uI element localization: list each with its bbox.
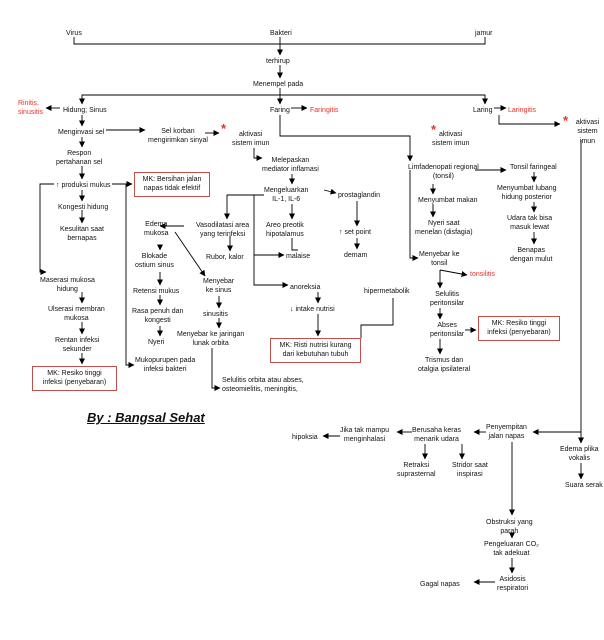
node-asidosis: Asidosis respiratori	[497, 576, 529, 593]
node-rentan: Rentan infeksi sekunder	[55, 337, 100, 354]
node-menyebar-sinus: Menyebar ke sinus	[203, 278, 235, 295]
node-faringitis: Faringitis	[310, 107, 339, 114]
node-vasodilatasi: Vasodilatasi area yang terinfeksi	[196, 222, 250, 239]
connector-arrow	[409, 170, 419, 261]
node-faring: Faring	[270, 107, 290, 114]
node-penyempitan: Penyempitan jalan napas	[486, 424, 527, 441]
node-hidung: Hidung; Sinus	[63, 107, 107, 114]
mk-bersihan-box: MK: Bersihan jalan napas tidak efektif	[134, 172, 210, 197]
node-bernapas-mulut: Benapas dengan mulut	[510, 247, 553, 264]
star-marker: *	[221, 121, 227, 136]
node-bakteri: Bakteri	[270, 30, 292, 37]
node-nyeri-1: Nyeri	[148, 339, 165, 346]
connector-arrow	[211, 348, 221, 391]
node-mengeluarkan: Mengeluarkan IL-1, IL-6	[264, 187, 309, 204]
node-retraksi: Retraksi suprasternal	[397, 462, 436, 479]
node-menyebar-tonsil: Menyebar ke tonsil	[419, 251, 460, 268]
node-laring: Laring	[473, 107, 493, 114]
node-produksi-mukus: ↑ produksi mukus	[56, 182, 111, 189]
connector-arrow	[174, 231, 206, 277]
node-udara: Udara tak bisa masuk lewat	[507, 215, 553, 232]
connector-arrow	[291, 238, 298, 251]
node-sel-korban: Sel korban mengirimkan sinyal	[148, 128, 208, 145]
star-marker: *	[563, 113, 569, 128]
node-ulserasi: Ulserasi membran mukosa	[48, 306, 105, 323]
connector-arrow	[498, 115, 561, 127]
node-jika: Jika tak mampu menginhalasi	[340, 427, 390, 444]
connector-arrow	[439, 269, 468, 277]
connector-arrow	[360, 298, 394, 338]
node-pengeluaran: Pengeluaran CO₂ tak adekuat	[484, 541, 539, 558]
node-edema-plika: Edema plika vokalis	[560, 446, 599, 463]
node-demam: demam	[344, 252, 368, 259]
node-melepaskan: Melepaskan mediator inflamasi	[262, 157, 319, 174]
mk-resiko-box-1: MK: Resiko tinggi infeksi (penyebaran)	[32, 366, 117, 391]
node-selulitis-orbita: Selulitis orbita atau abses, osteomielit…	[222, 377, 304, 394]
node-kongesti: Kongesti hidung	[58, 204, 109, 211]
node-menyebar-jaringan: Menyebar ke jaringan lunak orbita	[177, 331, 245, 348]
node-aktivasi-2: aktivasi sistem imun	[432, 131, 470, 148]
node-rubor: Rubor, kalor	[206, 254, 244, 261]
node-menyumbat-lubang: Menyumbat lubang hidung posterior	[497, 185, 557, 202]
node-terhirup: terhirup	[266, 58, 290, 65]
node-sinusitis: sinusitis	[203, 311, 228, 318]
node-menempel: Menempel pada	[253, 81, 304, 88]
node-tonsilitis: tonsilitis	[470, 271, 495, 278]
node-selulitis-peri: Selulitis peritonsilar	[430, 291, 465, 308]
node-areo: Areo preotik hipotalamus	[266, 222, 304, 239]
connector-arrow	[73, 37, 486, 45]
node-rinitis: Rinitis, sinusitis	[18, 100, 43, 117]
node-menginvasi: Menginvasi sel	[58, 129, 105, 136]
mk-nutrisi-box: MK: Risti nutrisi kurang dari kebutuhan …	[270, 338, 361, 363]
node-rasa-penuh: Rasa penuh dan kongesti	[132, 308, 184, 325]
connector-arrow	[253, 194, 285, 258]
node-limfadenopati: Limfadenopati regional (tonsil)	[408, 164, 479, 181]
node-hipermetabolik: hipermetabolik	[364, 288, 410, 295]
node-obstruksi: Obstruksi yang parah	[486, 519, 533, 536]
connector-arrow	[112, 183, 135, 368]
node-aktivasi-1: aktivasi sistem imun	[232, 131, 270, 148]
connector-arrow	[39, 183, 54, 275]
node-tonsil-faringeal: Tonsil faringeal	[510, 164, 557, 171]
signature: By : Bangsal Sehat	[87, 410, 205, 425]
mk-resiko-box-2: MK: Resiko tinggi infeksi (penyebaran)	[478, 316, 560, 341]
node-blokade: Blokade ostium sinus	[135, 253, 174, 270]
connector-arrow	[253, 148, 263, 161]
node-gagal: Gagal napas	[420, 581, 460, 588]
node-abses: Abses peritonsilar	[430, 322, 465, 339]
node-nyeri-menelan: Nyeri saat menelan (disfagia)	[415, 220, 473, 237]
node-malaise: malaise	[286, 253, 311, 260]
node-anoreksia: anoreksia	[290, 284, 321, 291]
node-prostaglandin: prostaglandin	[338, 192, 381, 199]
node-trismus: Trismus dan otalgia ipsilateral	[418, 357, 471, 374]
node-edema-mukosa: Edema mukosa	[144, 221, 169, 238]
connector-arrow	[280, 94, 488, 105]
node-jamur: jamur	[475, 30, 493, 37]
node-retensi: Retensi mukus	[133, 288, 180, 295]
node-kesulitan: Kesulitan saat bernapas	[60, 226, 104, 243]
connector-arrow	[323, 188, 337, 195]
node-menyumbat-makan: Menyumbat makan	[418, 197, 478, 204]
connector-arrow	[279, 115, 413, 162]
node-laringitis: Laringitis	[508, 107, 537, 114]
star-marker: *	[431, 122, 437, 137]
node-berusaha: Berusaha keras menarik udara	[412, 427, 462, 444]
connector-arrow	[253, 255, 289, 288]
node-mukopurupen: Mukopurupen pada infeksi bakteri	[135, 357, 196, 374]
node-suara-serak: Suara serak	[565, 482, 603, 489]
node-set-point: ↑ set point	[339, 229, 371, 236]
node-maserasi: Maserasi mukosa hidung	[40, 277, 95, 294]
connector-arrow	[79, 88, 281, 105]
node-aktivasi-3: aktivasi sistem imun	[575, 119, 600, 145]
node-intake: ↓ intake nutrisi	[290, 306, 335, 313]
node-hipoksia: hipoksia	[292, 434, 318, 441]
connector-arrow	[224, 194, 264, 220]
node-respon: Respon pertahanan sel	[56, 150, 103, 167]
node-stridor: Stridor saat inspirasi	[452, 462, 488, 479]
node-virus: Virus	[66, 30, 82, 37]
